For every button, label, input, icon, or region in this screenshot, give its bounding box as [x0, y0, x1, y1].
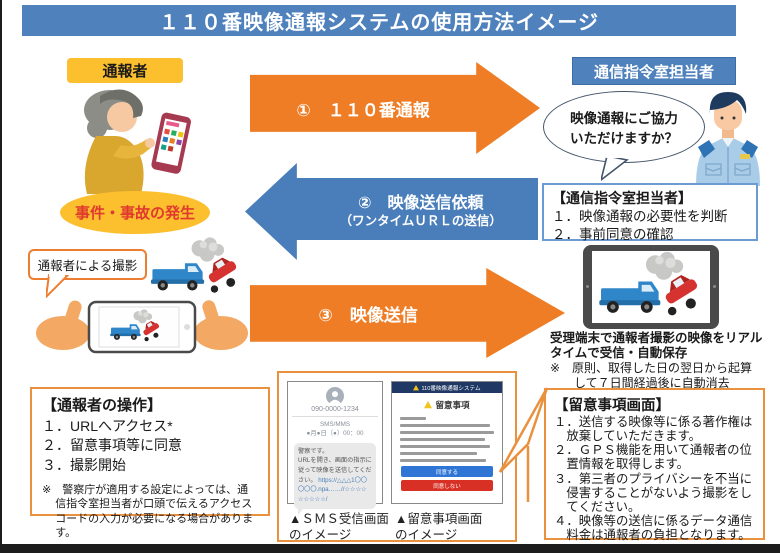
reporter-operations-box: 【通報者の操作】 １．URLへアクセス* ２．留意事項等に同意 ３．撮影開始 ※… — [30, 387, 270, 539]
notice-heading-text: 留意事項 — [435, 400, 470, 410]
placeholder-line — [400, 438, 485, 441]
dispatcher-label: 通信指令室担当者 — [572, 57, 736, 85]
notice-point-item: ２．ＧＰＳ機能を用いて通報者の位置情報を取得します。 — [554, 443, 752, 472]
dispatcher-box-item: １．映像通報の必要性を判断 — [552, 209, 728, 224]
placeholder-line — [400, 424, 491, 427]
notice-app-header: 110番映像通報システム — [392, 382, 502, 393]
arrow-step2-subtext: （ワンタイムＵＲＬの送信） — [339, 213, 502, 228]
placeholder-line — [400, 459, 487, 462]
reporter-operations-item: ３．撮影開始 — [42, 456, 126, 473]
crash-scene-illustration — [148, 233, 244, 303]
page-title-text: １１０番映像通報システムの使用方法イメージ — [159, 12, 599, 34]
sms-screen-mockup: 090-0000-1234 SMS/MMS ●月●日（●）00：00 警察です。… — [287, 381, 383, 515]
tablet-crash-video — [592, 251, 710, 323]
placeholder-line — [400, 445, 491, 448]
arrow-step2-label: ② 映像送信依頼 （ワンタイムＵＲＬの送信） — [309, 194, 532, 230]
notice-screen-caption: ▲留意事項画面 のイメージ — [395, 512, 483, 542]
divider — [292, 416, 378, 417]
arrow-step2: ② 映像送信依頼 （ワンタイムＵＲＬの送信） — [245, 163, 538, 260]
placeholder-line — [400, 417, 427, 420]
sms-bubble-tail — [298, 508, 303, 515]
dispatcher-box-title: 【通信指令室担当者】 — [552, 190, 692, 206]
arrow-step3: ③ 映像送信 — [250, 268, 565, 358]
notice-points-title: 【留意事項画面】 — [554, 398, 670, 414]
bottom-bar — [0, 544, 780, 553]
tablet-camera-dot — [586, 285, 589, 288]
disagree-button: 同意しない — [400, 480, 494, 491]
receiving-description-text: 受理端末で通報者撮影の映像をリアルタイムで受信・自動保存 — [550, 331, 763, 361]
filming-bubble: 通報者による撮影 — [28, 249, 147, 280]
left-edge-line — [0, 0, 2, 553]
agree-button: 同意する — [400, 466, 494, 477]
notice-app-header-text: 110番映像通報システム — [421, 385, 481, 392]
reporter-operations-item: １．URLへアクセス* — [42, 418, 173, 434]
dispatcher-speech-bubble: 映像通報にご協力 いただけますか？ — [543, 91, 705, 163]
screen-examples-box: 090-0000-1234 SMS/MMS ●月●日（●）00：00 警察です。… — [277, 371, 517, 542]
sms-message-bubble: 警察です。 URLを開き、画面の指示に従って映像を送信してください。 https… — [294, 442, 376, 509]
notice-points-box: 【留意事項画面】 １．送信する映像等に係る著作権は放棄していただきます。 ２．Ｇ… — [544, 388, 765, 543]
placeholder-line — [400, 431, 494, 434]
arrow-step3-label: ③ 映像送信 — [318, 305, 418, 325]
reporter-operations-note: ※ 警察庁が適用する設定によっては、通信指令室担当者が口頭で伝えるアクセスコード… — [42, 483, 254, 539]
tablet-screen — [592, 251, 710, 323]
notice-point-item: ４．映像等の送信に係るデータ通信料金は通報者の負担となります。 — [554, 513, 753, 543]
reporter-operations-title: 【通報者の操作】 — [42, 397, 163, 414]
arrow-step1: ① １１０番通報 — [250, 62, 540, 154]
incident-label: 事件・事故の発生 — [60, 191, 210, 234]
receiving-description: 受理端末で通報者撮影の映像をリアルタイムで受信・自動保存 — [550, 331, 770, 362]
placeholder-line — [400, 452, 478, 455]
sms-screen-caption: ▲ＳＭＳ受信画面 のイメージ — [289, 512, 389, 542]
notice-point-item: ３．第三者のプライバシーを不当に侵害することがないよう撮影をしてください。 — [554, 471, 753, 514]
notice-heading: 留意事項 — [392, 399, 502, 411]
hands-filming-illustration — [36, 300, 248, 354]
arrow-step1-label: ① １１０番通報 — [296, 100, 430, 120]
warning-icon — [413, 384, 420, 390]
dispatcher-speech-text: 映像通報にご協力 いただけますか？ — [570, 111, 678, 146]
dispatch-tablet — [583, 245, 719, 329]
page-title: １１０番映像通報システムの使用方法イメージ — [22, 5, 736, 36]
sms-datetime: ●月●日（●）00：00 — [306, 430, 364, 438]
receiving-retention-note: ※ 原則、取得した日の翌日から起算して７日間経過後に自動消去 — [550, 361, 764, 391]
notice-screen-mockup: 110番映像通報システム 留意事項 同意する 同意しない — [391, 381, 503, 504]
sms-message-text: 警察です。 URLを開き、画面の指示に従って映像を送信してください。 — [298, 447, 372, 484]
dispatcher-info-box: 【通信指令室担当者】 １．映像通報の必要性を判断 ２．事前同意の確認 — [542, 183, 758, 242]
warning-icon — [424, 401, 433, 409]
sms-channel-label: SMS/MMS — [319, 421, 351, 428]
sms-message-url: https://△△△1〇〇〇〇〇.npa……//☆☆☆☆☆☆☆☆☆/ — [298, 476, 367, 503]
dispatcher-box-item: ２．事前同意の確認 — [552, 226, 674, 242]
reporter-person-illustration — [84, 89, 191, 194]
notice-point-item: １．送信する映像等に係る著作権は放棄していただきます。 — [554, 415, 753, 444]
arrow-step2-text: ② 映像送信依頼 — [358, 194, 484, 212]
tablet-camera-dot — [713, 285, 716, 288]
incident-label-text: 事件・事故の発生 — [74, 205, 195, 222]
filming-bubble-text: 通報者による撮影 — [37, 259, 138, 273]
sms-sender-number: 090-0000-1234 — [311, 406, 359, 413]
dispatcher-label-text: 通信指令室担当者 — [593, 63, 714, 81]
reporter-label: 通報者 — [67, 58, 183, 83]
reporter-operations-item: ２．留意事項等に同意 — [42, 437, 182, 454]
reporter-label-text: 通報者 — [102, 63, 148, 80]
receiving-retention-note-text: ※ 原則、取得した日の翌日から起算して７日間経過後に自動消去 — [550, 361, 753, 390]
placeholder-text-lines — [400, 417, 494, 462]
person-icon — [326, 387, 344, 405]
